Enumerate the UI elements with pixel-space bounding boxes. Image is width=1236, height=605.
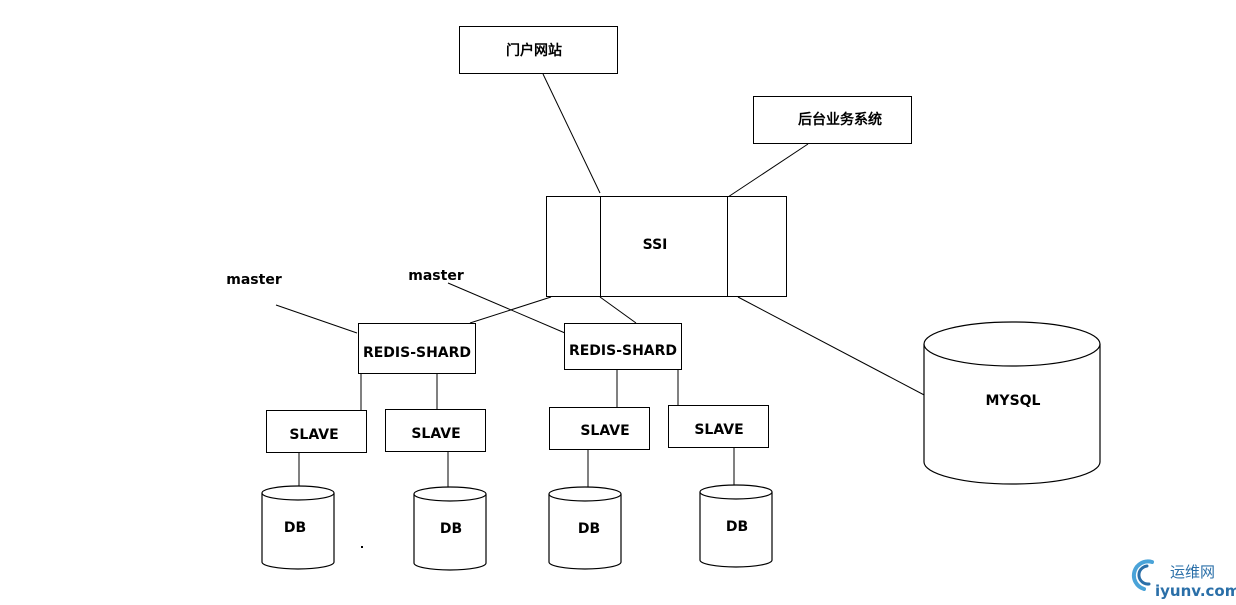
slave-1-label: SLAVE xyxy=(289,427,338,443)
slave-3-node: SLAVE xyxy=(549,407,650,450)
mysql-cylinder: MYSQL xyxy=(923,321,1101,485)
watermark-logo-icon xyxy=(1131,559,1154,591)
shard-right-node: REDIS-SHARD xyxy=(564,323,682,370)
db-2-label: DB xyxy=(440,521,462,537)
portal-node: 门户网站 xyxy=(459,26,618,74)
db-2-cylinder: DB xyxy=(413,486,487,571)
ssi-mysql-line xyxy=(737,296,929,398)
slave-4-node: SLAVE xyxy=(668,405,769,448)
watermark-cn: 运维网 xyxy=(1170,563,1215,581)
backend-ssi-line xyxy=(727,143,809,198)
backend-label: 后台业务系统 xyxy=(798,111,882,128)
backend-node: 后台业务系统 xyxy=(753,96,912,144)
db-1-label: DB xyxy=(284,520,306,536)
mysql-label: MYSQL xyxy=(986,393,1041,409)
db-4-cylinder: DB xyxy=(699,484,773,568)
ssi-label: SSI xyxy=(643,237,668,253)
shard-left-label: REDIS-SHARD xyxy=(363,345,471,361)
portal-label: 门户网站 xyxy=(506,42,562,59)
slave-1-node: SLAVE xyxy=(266,410,367,453)
connectors xyxy=(275,73,929,492)
portal-ssi-line xyxy=(542,73,601,194)
slave-3-label: SLAVE xyxy=(580,423,629,439)
db-3-label: DB xyxy=(578,521,600,537)
ssi-node: SSI xyxy=(546,196,787,297)
watermark: 运维网 iyunv.com xyxy=(1131,559,1236,600)
master-right-line xyxy=(447,282,566,334)
shard-right-label: REDIS-SHARD xyxy=(569,343,677,359)
slave-4-label: SLAVE xyxy=(694,422,743,438)
db-3-cylinder: DB xyxy=(548,486,622,570)
ssi-shard-right-line xyxy=(599,296,637,324)
db-4-label: DB xyxy=(726,519,748,535)
shard-left-node: REDIS-SHARD xyxy=(358,323,476,374)
slave-2-label: SLAVE xyxy=(411,426,460,442)
master-left-label: master xyxy=(226,272,282,288)
master-left-line xyxy=(275,304,358,334)
master-right-label: master xyxy=(408,268,464,284)
slave-2-node: SLAVE xyxy=(385,409,486,452)
watermark-en: iyunv.com xyxy=(1155,582,1236,600)
db-1-cylinder: DB xyxy=(261,485,335,570)
stray-dot xyxy=(361,546,363,548)
